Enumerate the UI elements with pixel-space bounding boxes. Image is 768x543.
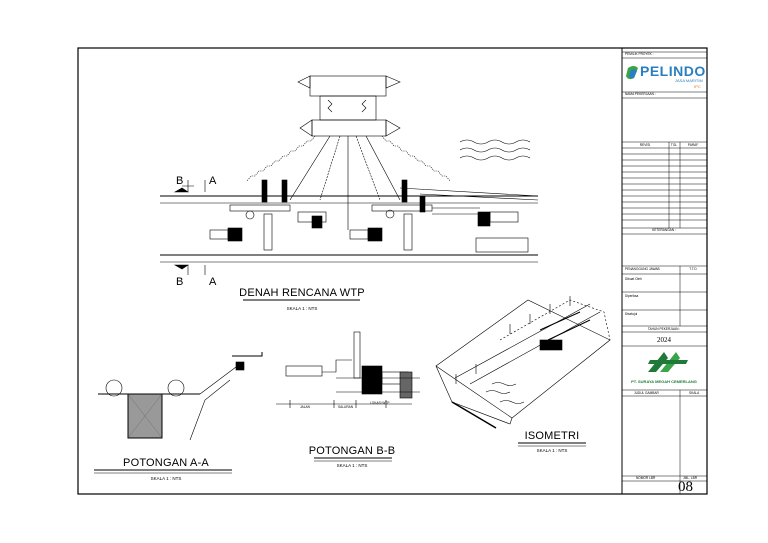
- tb-judul-gambar: JUDUL GAMBAR: [634, 391, 659, 395]
- tb-pemilik: PEMILIK PROYEK :: [625, 52, 654, 56]
- section-mark-b-top: B: [176, 175, 184, 187]
- isometric-title: ISOMETRI: [524, 430, 580, 442]
- tb-paraf: PARAF: [687, 143, 699, 147]
- tb-tahun-label: TAHUN PEKERJAAN :: [647, 327, 681, 331]
- tb-company: PT. SURAYA MEGAH CEMERLANG: [631, 379, 697, 384]
- tb-tgl: TGL: [670, 143, 678, 147]
- tb-role-diperiksa: Diperiksa: [625, 294, 639, 298]
- plan-drawing: [160, 75, 539, 301]
- section-bb-drawing: [276, 331, 420, 462]
- tb-role-dibuat: Dibuat Oleh: [625, 277, 642, 281]
- tb-keterangan: KETERANGAN :: [652, 228, 676, 232]
- section-mark-a-top: A: [209, 175, 217, 187]
- section-aa-scale: SKALA 1 : NTS: [150, 476, 182, 481]
- tb-role-disetujui: Disetujui: [625, 312, 638, 316]
- logo-sub: JASA MARITIM: [675, 78, 703, 83]
- section-bb-scale: SKALA 1 : NTS: [336, 463, 368, 468]
- sheet-border: [77, 47, 708, 495]
- tb-tahun: 2024: [657, 336, 671, 344]
- tb-revisi: REVISI: [639, 143, 651, 147]
- logo-word: PELINDO: [640, 63, 706, 79]
- roof-top: [309, 75, 387, 97]
- pelindo-logo-mark: [626, 66, 638, 80]
- section-bb-title: POTONGAN B-B: [308, 445, 396, 457]
- section-aa-title: POTONGAN A-A: [123, 457, 209, 469]
- section-bb-saluran: SALURAN: [338, 405, 354, 409]
- tb-skala: SKALA: [689, 391, 700, 395]
- plan-scale: SKALA 1 : NTS: [286, 306, 318, 311]
- isometric-scale: SKALA 1 : NTS: [536, 448, 568, 453]
- title-block-grid: [622, 51, 707, 494]
- section-bb-jalan: JALAN: [300, 405, 310, 409]
- tb-nama-pekerjaan: NAMA PEKERJAAN :: [625, 92, 656, 96]
- tb-sheet-number: 08: [678, 479, 693, 495]
- isometric-drawing: [435, 296, 611, 447]
- tb-ttd: T.T.D: [689, 267, 697, 271]
- section-aa-drawing: [94, 352, 263, 474]
- logo-ipc: IPC: [694, 84, 701, 89]
- section-mark-b-bottom: B: [176, 276, 184, 288]
- tb-jml: JML. LBR: [683, 476, 697, 480]
- plan-title: DENAH RENCANA WTP: [239, 287, 365, 299]
- tb-nomor: NOMOR LBR: [636, 476, 656, 480]
- section-mark-a-bottom: A: [209, 276, 217, 288]
- sma-logo-mark: [648, 352, 688, 372]
- tb-penanggung-jawab: PENANGGUNG JAWAB: [625, 267, 660, 271]
- section-bb-lokasi: LOKASI WTP: [370, 401, 390, 405]
